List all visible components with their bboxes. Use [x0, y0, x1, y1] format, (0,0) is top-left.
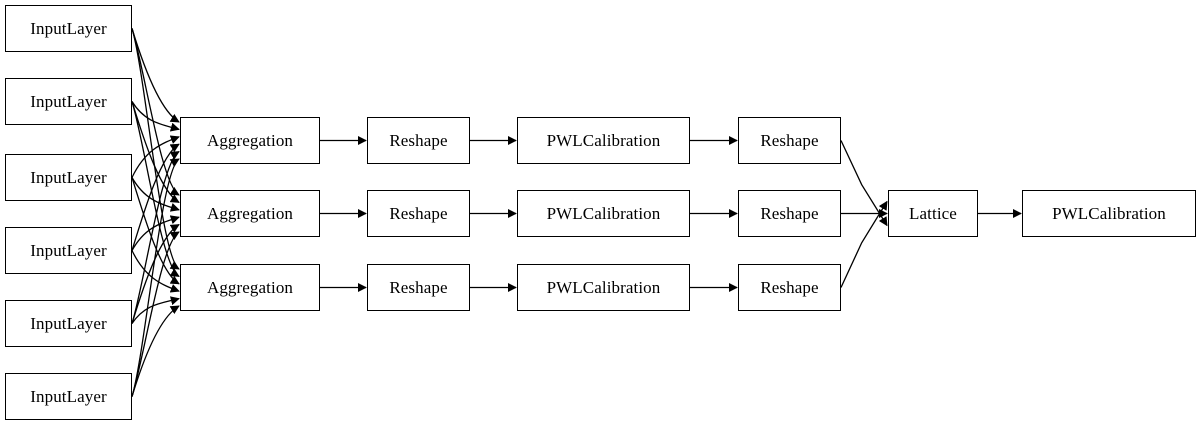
node-pwl_2[interactable]: PWLCalibration: [517, 190, 690, 237]
node-pwl_3[interactable]: PWLCalibration: [517, 264, 690, 311]
node-input_4[interactable]: InputLayer: [5, 227, 132, 274]
node-agg_3[interactable]: Aggregation: [180, 264, 320, 311]
node-agg_1[interactable]: Aggregation: [180, 117, 320, 164]
edge-input_1-to-agg_2: [131, 28, 180, 196]
edge-input_3-to-agg_1: [131, 135, 180, 178]
node-pwl_out[interactable]: PWLCalibration: [1022, 190, 1196, 237]
node-label: InputLayer: [30, 168, 107, 187]
edge-input_6-to-agg_3: [131, 305, 180, 397]
node-label: InputLayer: [30, 19, 107, 38]
node-reshape_b2[interactable]: Reshape: [738, 190, 841, 237]
node-label: PWLCalibration: [546, 131, 661, 150]
node-input_2[interactable]: InputLayer: [5, 78, 132, 125]
edge-input_3-to-agg_3: [131, 177, 180, 285]
node-label: Aggregation: [206, 204, 294, 223]
node-label: Aggregation: [206, 278, 294, 297]
edge-input_1-to-agg_3: [131, 28, 180, 270]
node-label: Reshape: [760, 278, 819, 297]
node-label: Lattice: [909, 204, 957, 223]
node-label: PWLCalibration: [546, 278, 661, 297]
node-label: Reshape: [389, 204, 448, 223]
node-label: Reshape: [760, 131, 819, 150]
node-reshape_a3[interactable]: Reshape: [367, 264, 470, 311]
node-label: Reshape: [389, 278, 448, 297]
edge-input_4-to-agg_3: [131, 250, 180, 293]
node-reshape_b1[interactable]: Reshape: [738, 117, 841, 164]
node-label: Reshape: [760, 204, 819, 223]
edge-input_4-to-agg_1: [131, 143, 180, 251]
node-reshape_b3[interactable]: Reshape: [738, 264, 841, 311]
node-reshape_a2[interactable]: Reshape: [367, 190, 470, 237]
edge-input_2-to-agg_1: [131, 101, 180, 132]
edge-input_5-to-agg_2: [131, 224, 180, 324]
edge-input_4-to-agg_2: [131, 215, 180, 251]
edge-input_6-to-agg_1: [131, 158, 180, 397]
edge-reshape_b3-to-lattice: [840, 200, 888, 288]
node-label: Reshape: [389, 131, 448, 150]
edge-input_2-to-agg_3: [131, 101, 180, 277]
node-label: PWLCalibration: [546, 204, 661, 223]
edge-input_3-to-agg_2: [131, 177, 180, 212]
edge-input_5-to-agg_3: [131, 296, 180, 324]
edge-reshape_b1-to-lattice: [840, 140, 888, 227]
node-label: InputLayer: [30, 314, 107, 333]
edge-input_1-to-agg_1: [131, 28, 180, 123]
node-label: InputLayer: [30, 387, 107, 406]
node-reshape_a1[interactable]: Reshape: [367, 117, 470, 164]
node-input_6[interactable]: InputLayer: [5, 373, 132, 420]
edge-input_6-to-agg_2: [131, 231, 180, 397]
node-label: InputLayer: [30, 92, 107, 111]
node-agg_2[interactable]: Aggregation: [180, 190, 320, 237]
node-label: InputLayer: [30, 241, 107, 260]
node-label: Aggregation: [206, 131, 294, 150]
node-lattice[interactable]: Lattice: [888, 190, 978, 237]
node-input_1[interactable]: InputLayer: [5, 5, 132, 52]
node-label: PWLCalibration: [1052, 204, 1166, 223]
node-input_3[interactable]: InputLayer: [5, 154, 132, 201]
edge-input_2-to-agg_2: [131, 101, 180, 203]
node-input_5[interactable]: InputLayer: [5, 300, 132, 347]
node-pwl_1[interactable]: PWLCalibration: [517, 117, 690, 164]
edge-input_5-to-agg_1: [131, 151, 180, 324]
